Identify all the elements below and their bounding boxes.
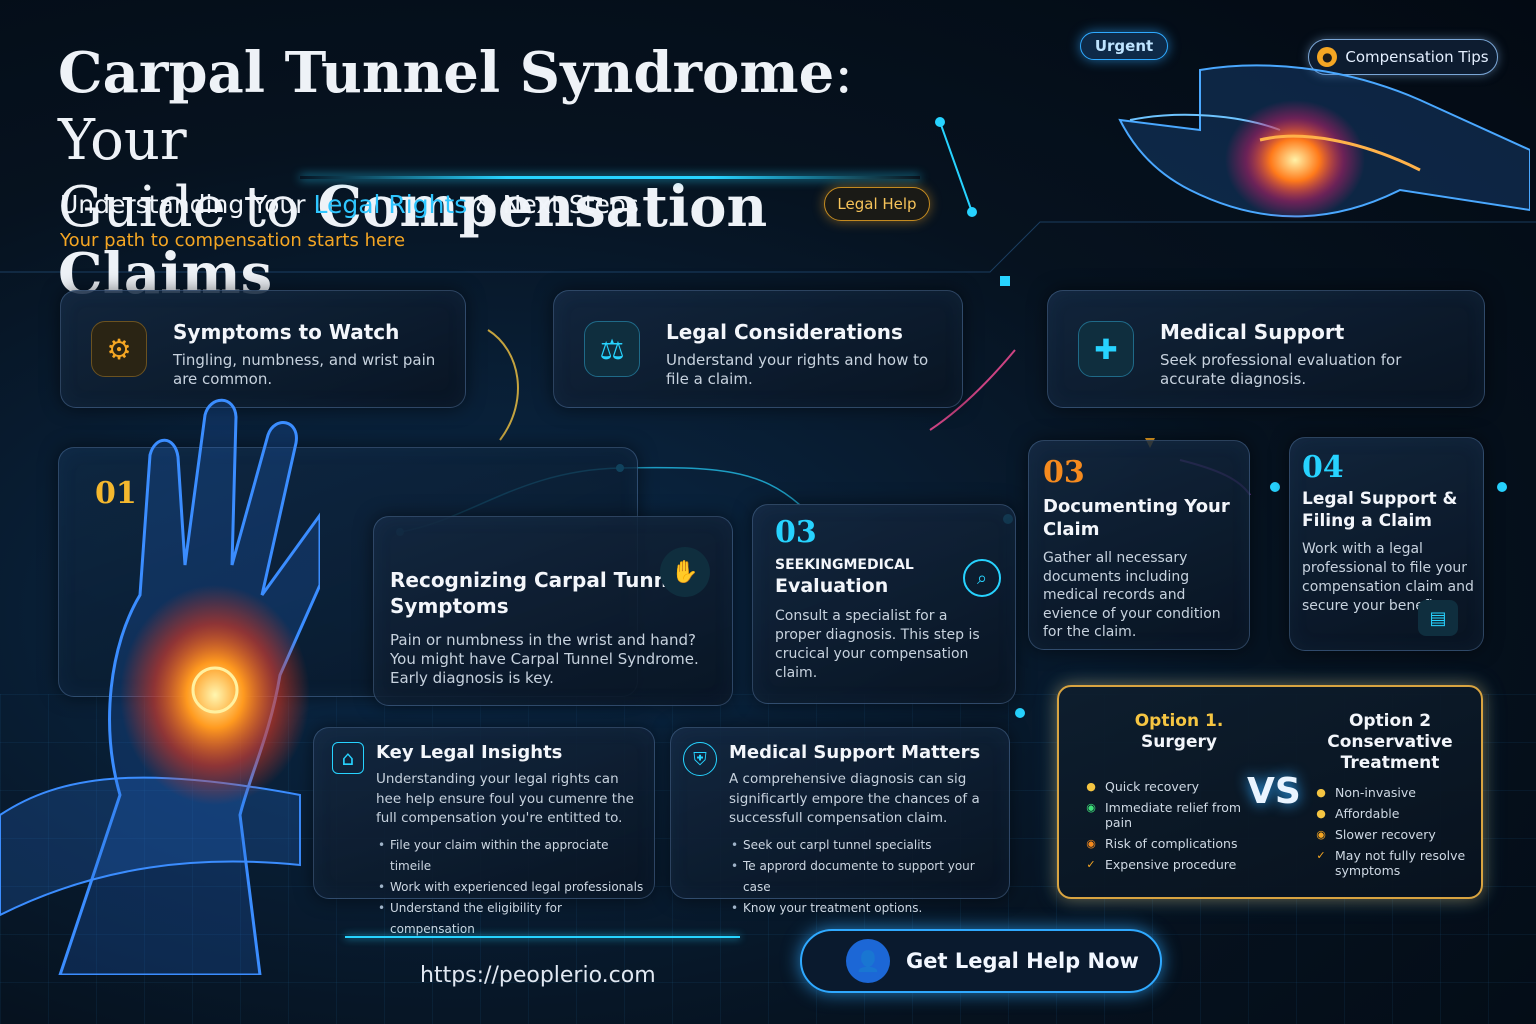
list-item: File your claim within the approciate ti… (376, 835, 646, 877)
warning-circle-icon: ◉ (1086, 837, 1096, 850)
feature-card-medical[interactable]: ✚ Medical Support Seek professional eval… (1047, 290, 1485, 408)
feature-title: Symptoms to Watch (173, 320, 400, 344)
option1-list: ●Quick recovery ◉Immediate relief from p… (1085, 779, 1245, 878)
footer-glow-line (345, 936, 740, 938)
page-title: Carpal Tunnel Syndrome: Your Guide to Co… (58, 40, 854, 307)
list-item: Know your treatment options. (729, 898, 1003, 919)
circle-icon: ◉ (1316, 828, 1326, 841)
legal-help-badge[interactable]: Legal Help (824, 187, 930, 221)
home-icon: ⌂ (332, 742, 364, 774)
step-text: Pain or numbness in the wrist and hand? … (390, 631, 699, 687)
step-title: Documenting Your Claim (1043, 496, 1230, 540)
medical-bullets: Seek out carpl tunnel specialits Te appr… (729, 835, 1003, 919)
step-03-documenting-card[interactable]: 03 Documenting Your Claim Gather all nec… (1028, 440, 1250, 650)
list-item: ●Quick recovery (1086, 779, 1200, 794)
doctor-icon: ✚ (1078, 321, 1134, 377)
feature-text: Tingling, numbness, and wrist pain are c… (173, 351, 436, 388)
hand-icon: ✋ (660, 547, 710, 597)
card-title: Key Legal Insights (376, 742, 563, 763)
step-title-prefix: SEEKINGMEDICAL (775, 557, 914, 573)
gear-icon: ⚙ (91, 321, 147, 377)
check-circle-icon: ◉ (1086, 801, 1096, 814)
list-item: ●Affordable (1316, 806, 1400, 821)
step-text: Work with a legal professional to file y… (1302, 541, 1474, 614)
compensation-tips-badge[interactable]: ● Compensation Tips (1308, 39, 1498, 75)
list-item: ◉Slower recovery (1316, 827, 1436, 842)
list-item: ◉Risk of complications (1086, 836, 1238, 851)
user-icon: ● (1317, 47, 1338, 67)
treatment-comparison-panel: Option 1. Surgery ●Quick recovery ◉Immed… (1057, 685, 1483, 899)
card-text: Understanding your legal rights can hee … (376, 771, 634, 826)
step-number: 04 (1302, 450, 1344, 485)
list-item: ✓Expensive procedure (1086, 857, 1237, 872)
feature-text: Seek professional evaluation for accurat… (1160, 351, 1402, 388)
card-title: Medical Support Matters (729, 742, 981, 763)
feature-card-legal[interactable]: ⚖ Legal Considerations Understand your r… (553, 290, 963, 408)
tagline: Your path to compensation starts here (60, 230, 406, 251)
check-icon: ✓ (1086, 858, 1096, 871)
bullet-dot-icon: ● (1316, 786, 1326, 799)
step-03-medical-card[interactable]: 03 SEEKINGMEDICAL Evaluation Consult a s… (752, 504, 1016, 704)
website-url[interactable]: https://peoplerio.com (420, 963, 656, 988)
option2-heading: Option 2 Conservative Treatment (1327, 711, 1453, 773)
feature-title: Medical Support (1160, 320, 1345, 344)
list-item: Understand the eligibility for compensat… (376, 898, 646, 940)
feature-title: Legal Considerations (666, 320, 903, 344)
list-item: Te apprord documente to support your cas… (729, 856, 1003, 898)
card-text: A comprehensive diagnosis can sig signif… (729, 771, 980, 826)
get-legal-help-button[interactable]: 👤 Get Legal Help Now (800, 929, 1162, 993)
bullet-dot-icon: ● (1316, 807, 1326, 820)
document-icon: ▤ (1418, 600, 1458, 636)
wrist-xray-illustration (0, 398, 320, 975)
list-item: Work with experienced legal professional… (376, 877, 646, 898)
user-group-icon: 👤 (846, 939, 890, 983)
option1-heading: Option 1. Surgery (1134, 711, 1224, 752)
step-number: 03 (775, 515, 817, 550)
list-item: ◉Immediate relief from pain (1086, 800, 1242, 830)
list-item: ✓May not fully resolve symptoms (1316, 848, 1466, 878)
list-item: ●Non-invasive (1316, 785, 1416, 800)
step-number: 03 (1043, 455, 1085, 490)
step-recognizing-card[interactable]: Recognizing Carpal Tunnel Symptoms Pain … (373, 516, 733, 706)
key-legal-insights-card[interactable]: ⌂ Key Legal Insights Understanding your … (313, 727, 655, 936)
urgent-badge[interactable]: Urgent (1080, 32, 1168, 60)
option2-list: ●Non-invasive ●Affordable ◉Slower recove… (1315, 785, 1475, 884)
search-icon: ⌕ (963, 559, 1001, 597)
step-04-legal-card[interactable]: 04 Legal Support & Filing a Claim Work w… (1289, 437, 1484, 651)
medical-support-matters-card[interactable]: ⛨ Medical Support Matters A comprehensiv… (670, 727, 1010, 919)
check-icon: ✓ (1316, 849, 1326, 862)
feature-card-symptoms[interactable]: ⚙ Symptoms to Watch Tingling, numbness, … (60, 290, 466, 408)
title-underline (300, 176, 920, 179)
step-text: Gather all necessary documents including… (1043, 550, 1221, 640)
step-title: Legal Support & Filing a Claim (1302, 489, 1458, 531)
insights-bullets: File your claim within the approciate ti… (376, 835, 646, 940)
vs-label: VS (1247, 771, 1301, 812)
step-title: Evaluation (775, 575, 889, 597)
step-number: 01 (95, 476, 137, 511)
step-title: Recognizing Carpal Tunnel Symptoms (390, 568, 689, 618)
step-text: Consult a specialist for a proper diagno… (775, 608, 980, 681)
gavel-icon: ⚖ (584, 321, 640, 377)
glowing-hand-illustration (1118, 64, 1530, 220)
subtitle: Understanding Your Legal Rights & Next S… (60, 190, 639, 219)
list-item: Seek out carpl tunnel specialits (729, 835, 1003, 856)
feature-text: Understand your rights and how to file a… (666, 351, 929, 388)
shield-icon: ⛨ (683, 742, 717, 776)
bullet-dot-icon: ● (1086, 780, 1096, 793)
